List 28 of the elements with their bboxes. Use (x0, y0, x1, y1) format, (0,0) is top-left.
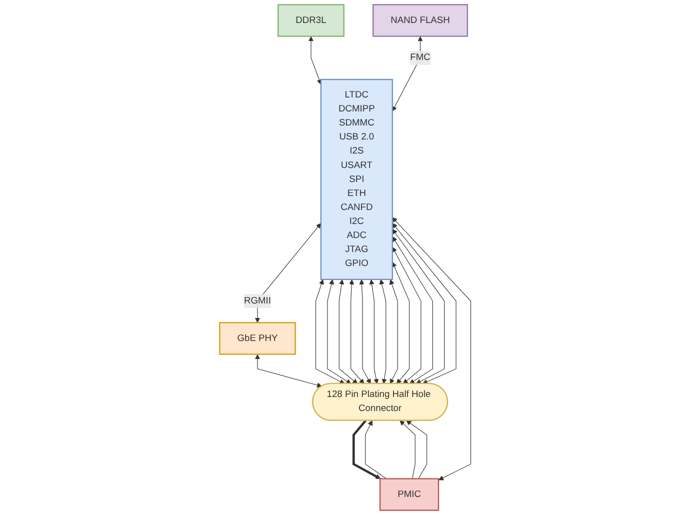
arrow (406, 420, 428, 480)
arrow (370, 279, 379, 384)
node-box: DDR3L (278, 4, 345, 37)
edge-label: RGMII (244, 296, 272, 306)
arrow (327, 279, 352, 384)
arrow (392, 236, 434, 384)
arrow (392, 247, 422, 384)
arrow (352, 420, 381, 479)
arrow (392, 262, 410, 384)
arrow (392, 228, 445, 384)
arrow (380, 279, 388, 384)
node-box: NAND FLASH (372, 4, 468, 37)
edge-label: FMC (410, 52, 431, 63)
arrow (392, 223, 457, 384)
arrow (349, 279, 365, 384)
node-box: PMIC (380, 478, 440, 511)
arrow (390, 279, 398, 384)
node-box: LTDC DCMIPP SDMMC USB 2.0 I2S USART SPI ETH CANFD I2C ADC JTAG GPIO (320, 78, 394, 280)
arrow (392, 36, 424, 112)
arrow (308, 36, 322, 85)
arrow (255, 354, 322, 388)
arrow (339, 279, 358, 384)
arrow (316, 279, 345, 384)
arrow (359, 279, 372, 384)
arrow (365, 420, 388, 480)
arrow (392, 217, 472, 480)
node-box: GbE PHY (219, 322, 296, 355)
arrow (400, 420, 416, 480)
